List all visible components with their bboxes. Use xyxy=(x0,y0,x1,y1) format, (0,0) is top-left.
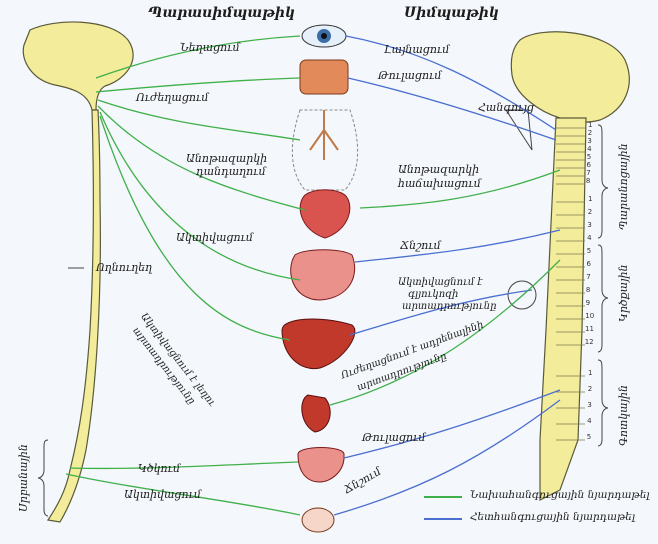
region-lumbar: Գոտկային xyxy=(617,385,630,446)
nerve-fiber xyxy=(99,115,291,341)
vertebra-number-cervical: 6 xyxy=(586,161,591,169)
nerve-fiber xyxy=(349,289,533,336)
title-sympathetic: Սիմպաթիկ xyxy=(404,5,499,21)
vertebra-number-cervical: 8 xyxy=(585,177,591,185)
vertebra-number-thoracic: 12 xyxy=(584,338,594,346)
nerve-fiber xyxy=(69,461,299,470)
nerve-fiber xyxy=(333,399,561,516)
label-slow-heart-2: դանդաղում xyxy=(196,165,266,178)
vertebra-number-thoracic: 5 xyxy=(586,247,592,255)
label-spinal-cord: Ողնուղեղ xyxy=(96,261,153,274)
vertebra-number-thoracic: 9 xyxy=(585,299,591,307)
nerve-fibers xyxy=(65,35,561,516)
label-activate: Ակտիվացում xyxy=(176,231,253,244)
label-constrict: Նեղացում xyxy=(180,41,240,54)
vertebra-number-lumbar: 2 xyxy=(587,385,593,393)
legend-post-line xyxy=(424,518,462,520)
nerve-fiber xyxy=(97,105,306,211)
vertebra-number-thoracic: 6 xyxy=(586,260,591,268)
region-cervical: Պարանոցային xyxy=(617,143,630,230)
label-activate2: Ակտիվացում xyxy=(124,488,201,501)
legend: Նախահանգուցային նյարդաթել Հետհանգուցային… xyxy=(418,488,654,534)
legend-pre-label: Նախահանգուցային նյարդաթել xyxy=(470,489,650,501)
label-fast-heart-1: Անոթազարկի xyxy=(398,163,480,176)
vertebra-number-thoracic: 8 xyxy=(585,286,591,294)
vertebra-number-cervical: 1 xyxy=(588,121,593,129)
vertebra-number-lumbar: 4 xyxy=(587,417,592,425)
nerve-fiber xyxy=(329,259,561,406)
vertebra-number-thoracic: 2 xyxy=(587,208,593,216)
label-slow-heart-1: Անոթազարկի xyxy=(186,152,268,165)
vertebra-number-lumbar: 5 xyxy=(586,433,592,441)
nerve-fiber xyxy=(345,35,557,131)
nerve-fiber xyxy=(65,473,301,516)
region-brackets xyxy=(37,109,609,517)
label-suppress: Ճնշում xyxy=(400,239,441,252)
vertebrae-lines xyxy=(556,127,585,441)
nerve-fiber xyxy=(343,389,561,459)
nerve-fiber xyxy=(354,229,561,263)
label-ganglion: Հանգույց xyxy=(478,101,534,114)
label-stimulate: Ուժեղացում xyxy=(136,91,209,104)
label-weaken: Թուլացում xyxy=(378,69,442,82)
nerve-fiber xyxy=(347,77,557,141)
label-relax: Թուլացում xyxy=(362,431,426,444)
label-fast-heart-2: հաճախացում xyxy=(398,177,481,190)
label-contract: Կծկում xyxy=(138,462,181,475)
vertebra-number-cervical: 2 xyxy=(587,129,593,137)
title-parasympathetic: Պարասիմպաթիկ xyxy=(148,5,296,21)
legend-pre-line xyxy=(424,496,462,498)
vertebra-number-cervical: 5 xyxy=(586,153,592,161)
nerve-fiber xyxy=(99,111,301,281)
vertebra-number-cervical: 3 xyxy=(587,137,592,145)
vertebra-number-cervical: 7 xyxy=(586,169,591,177)
nerve-fiber xyxy=(97,99,301,141)
region-thoracic: Կրծքային xyxy=(617,264,630,323)
nerve-fiber xyxy=(359,169,561,209)
nerve-fiber xyxy=(95,77,301,93)
vertebra-number-thoracic: 10 xyxy=(585,312,595,320)
vertebra-number-thoracic: 7 xyxy=(586,273,591,281)
label-sacral: Սրբանային xyxy=(17,444,30,512)
right-brain-and-spine xyxy=(510,31,630,501)
vertebra-number-thoracic: 3 xyxy=(587,221,592,229)
vertebra-number-thoracic: 4 xyxy=(587,234,592,242)
left-brain-and-cord xyxy=(22,21,134,523)
label-dilate: Լայնացում xyxy=(384,43,450,56)
vertebra-number-lumbar: 1 xyxy=(588,369,593,377)
vertebra-number-thoracic: 1 xyxy=(588,195,593,203)
label-glucose-2: գլյուկոզի xyxy=(408,289,459,300)
label-glucose-3: արտադրությունը xyxy=(402,301,497,312)
label-glucose-1: Ակտիվացնում է xyxy=(398,277,483,288)
legend-post-label: Հետհանգուցային նյարդաթել xyxy=(470,511,636,523)
vertebra-number-cervical: 4 xyxy=(587,145,592,153)
nerve-fiber xyxy=(95,35,301,79)
organs xyxy=(281,24,359,533)
vertebra-number-thoracic: 11 xyxy=(585,325,594,333)
vertebra-number-lumbar: 3 xyxy=(587,401,592,409)
